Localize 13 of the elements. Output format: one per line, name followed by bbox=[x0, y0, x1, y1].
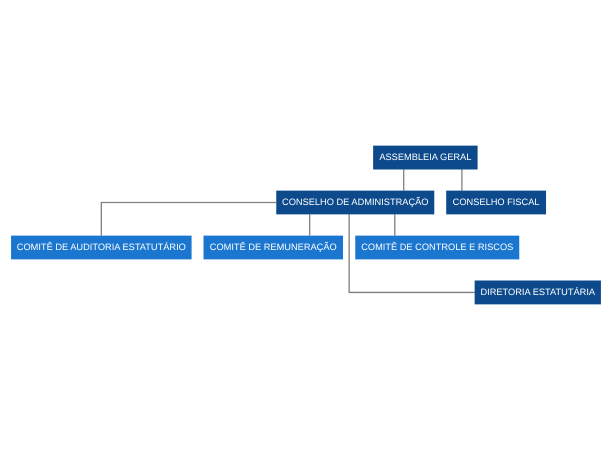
node-box: CONSELHO FISCAL bbox=[446, 190, 546, 214]
node-box: COMITÊ DE CONTROLE E RISCOS bbox=[355, 236, 520, 260]
connector bbox=[403, 170, 404, 190]
connector bbox=[100, 202, 276, 236]
connector bbox=[461, 170, 463, 190]
connector bbox=[394, 214, 396, 236]
connector bbox=[348, 214, 474, 294]
node-box: COMITÊ DE AUDITORIA ESTATUTÁRIO bbox=[11, 236, 192, 260]
connector bbox=[308, 214, 310, 236]
node-box: CONSELHO DE ADMINISTRAÇÃO bbox=[276, 190, 434, 214]
node-box: DIRETORIA ESTATUTÁRIA bbox=[474, 280, 601, 304]
node-box: COMITÊ DE REMUNERAÇÃO bbox=[204, 236, 344, 260]
node-box: ASSEMBLEIA GERAL bbox=[373, 146, 478, 170]
